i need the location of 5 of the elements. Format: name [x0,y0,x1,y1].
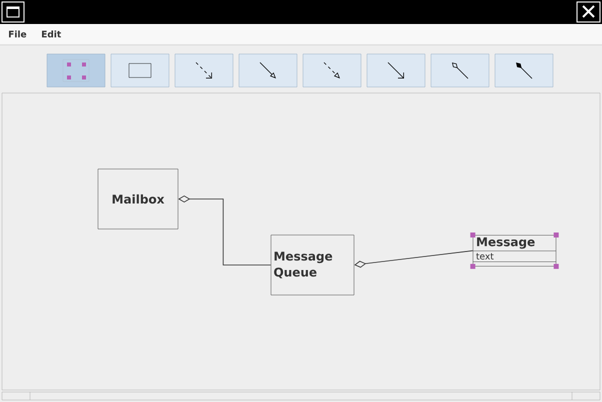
class-box: Message text [472,235,556,266]
menu-item: Edit [42,30,61,38]
menu-item: File [9,30,26,38]
class-box: Mailbox [98,168,178,230]
class-box: Message Queue [270,234,354,296]
